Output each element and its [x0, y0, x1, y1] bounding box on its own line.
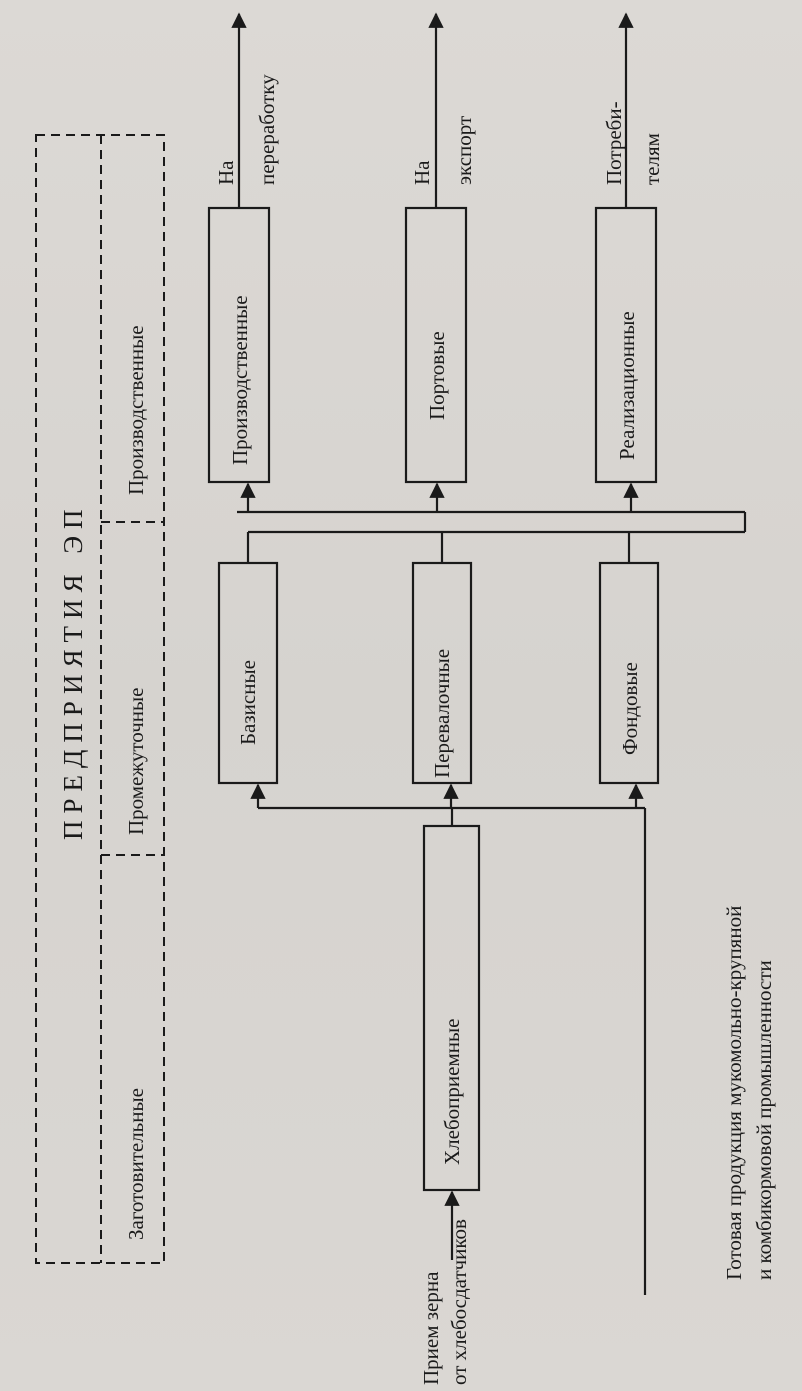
output-consumers-line-2: телям	[640, 133, 664, 185]
box-production-label: Производственные	[228, 295, 252, 465]
legend-category-intermediate: Промежуточные	[124, 688, 148, 835]
box-port: Портовые	[404, 206, 468, 484]
output-export: На экспорт	[410, 116, 476, 185]
box-transshipment: Перевалочные	[411, 561, 473, 785]
box-transshipment-label: Перевалочные	[430, 649, 454, 778]
source-text-line-2: от хлебосдатчиков	[447, 1219, 471, 1385]
box-basis-label: Базисные	[236, 660, 260, 745]
box-receiving-label: Хлебоприемные	[440, 1019, 464, 1165]
box-receiving: Хлебоприемные	[422, 824, 481, 1192]
box-sales-label: Реализационные	[615, 311, 639, 460]
legend-category-procurement: Заготовительные	[124, 1088, 148, 1240]
box-fund: Фондовые	[598, 561, 660, 785]
finished-products-note: Готовая продукция мукомольно-крупяной и …	[722, 906, 776, 1280]
output-consumers-line-1: Потреби-	[602, 101, 626, 185]
output-export-line-1: На	[410, 160, 434, 185]
box-sales: Реализационные	[594, 206, 658, 484]
box-basis: Базисные	[217, 561, 279, 785]
finished-products-line-2: и комбикормовой промышленности	[752, 960, 776, 1280]
output-export-line-2: экспорт	[452, 116, 476, 185]
output-processing-line-1: На	[214, 160, 238, 185]
source-text-line-1: Прием зерна	[419, 1271, 443, 1385]
output-processing: На переработку	[214, 74, 279, 185]
box-production: Производственные	[207, 206, 271, 484]
finished-products-line-1: Готовая продукция мукомольно-крупяной	[722, 906, 746, 1280]
output-processing-line-2: переработку	[255, 74, 279, 185]
box-fund-label: Фондовые	[618, 662, 642, 755]
output-consumers: Потреби- телям	[602, 101, 664, 185]
enterprise-types-legend: ПРЕДПРИЯТИЯ ЭП Заготовительные Промежуто…	[35, 134, 165, 1264]
legend-category-production: Производственные	[124, 325, 148, 495]
grain-source: Прием зерна от хлебосдатчиков	[419, 1219, 471, 1385]
legend-title: ПРЕДПРИЯТИЯ ЭП	[58, 502, 88, 840]
box-port-label: Портовые	[425, 331, 449, 420]
